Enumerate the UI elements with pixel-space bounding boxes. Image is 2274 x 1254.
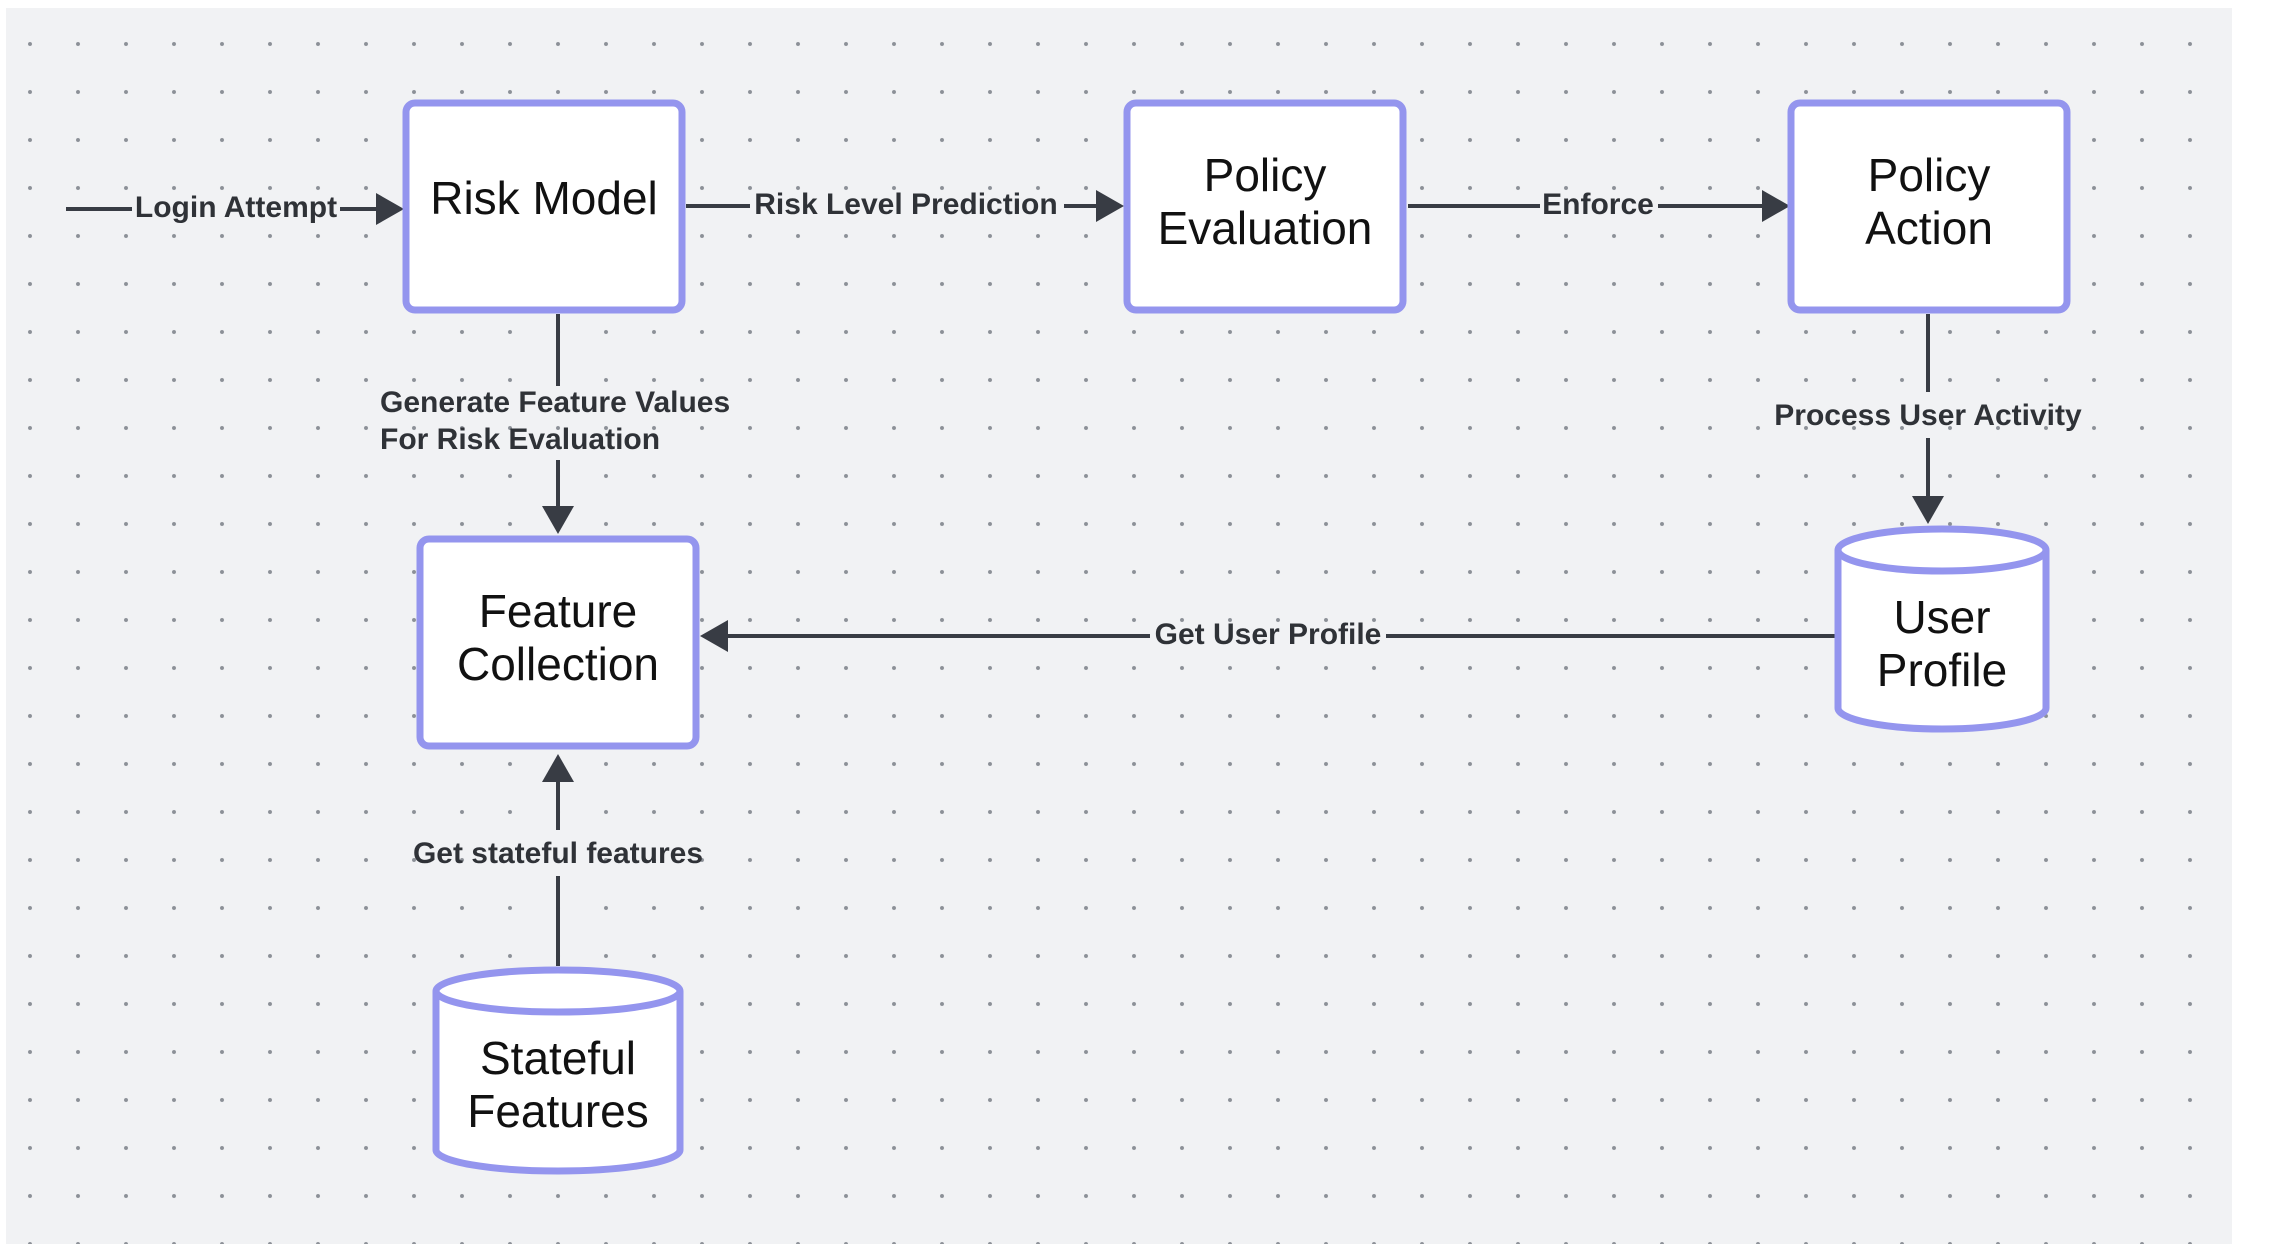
node-label-policy-evaluation-line-2: Evaluation <box>1158 202 1373 254</box>
node-label-policy-action-line-2: Action <box>1865 202 1993 254</box>
node-user-profile[interactable]: User Profile <box>1834 525 2050 733</box>
arrowhead-icon <box>542 754 574 782</box>
edge-label-process-user-activity: Process User Activity <box>1774 399 2082 432</box>
node-policy-action[interactable]: Policy Action <box>1787 99 2071 314</box>
node-label-stateful-features-line-1: Stateful <box>480 1032 636 1084</box>
arrowhead-icon <box>1096 190 1124 222</box>
edge-label-get-stateful-features: Get stateful features <box>413 837 703 870</box>
edge-login-attempt: Login Attempt <box>66 191 404 225</box>
node-label-policy-evaluation-line-1: Policy <box>1204 149 1327 201</box>
edge-label-generate-feature-values-line-1: Generate Feature Values <box>380 386 730 419</box>
arrowhead-icon <box>700 620 728 652</box>
edge-label-get-user-profile: Get User Profile <box>1155 618 1382 651</box>
node-label-policy-action-line-1: Policy <box>1868 149 1991 201</box>
edge-enforce: Enforce <box>1408 188 1790 222</box>
edge-generate-feature-values: Generate Feature Values For Risk Evaluat… <box>380 314 730 534</box>
node-label-feature-collection-line-2: Collection <box>457 638 659 690</box>
edge-label-login-attempt: Login Attempt <box>135 191 337 224</box>
node-risk-model[interactable]: Risk Model <box>402 99 686 314</box>
node-feature-collection[interactable]: Feature Collection <box>416 535 700 750</box>
edge-label-enforce: Enforce <box>1542 188 1654 221</box>
node-label-user-profile-line-2: Profile <box>1877 644 2007 696</box>
edge-label-generate-feature-values-line-2: For Risk Evaluation <box>380 423 660 456</box>
node-stateful-features[interactable]: Stateful Features <box>432 966 684 1175</box>
node-label-feature-collection-line-1: Feature <box>479 585 638 637</box>
edge-risk-level-prediction: Risk Level Prediction <box>686 188 1124 222</box>
arrowhead-icon <box>1912 496 1944 524</box>
edge-get-user-profile: Get User Profile <box>700 618 1836 652</box>
node-label-user-profile-line-1: User <box>1893 591 1990 643</box>
node-label-stateful-features-line-2: Features <box>467 1085 649 1137</box>
node-policy-evaluation[interactable]: Policy Evaluation <box>1123 99 1407 314</box>
node-label-risk-model: Risk Model <box>430 172 658 224</box>
arrowhead-icon <box>1762 190 1790 222</box>
edge-process-user-activity: Process User Activity <box>1774 314 2082 524</box>
arrowhead-icon <box>542 506 574 534</box>
arrowhead-icon <box>376 193 404 225</box>
edge-label-risk-level-prediction: Risk Level Prediction <box>754 188 1057 221</box>
edge-get-stateful-features: Get stateful features <box>413 754 703 966</box>
